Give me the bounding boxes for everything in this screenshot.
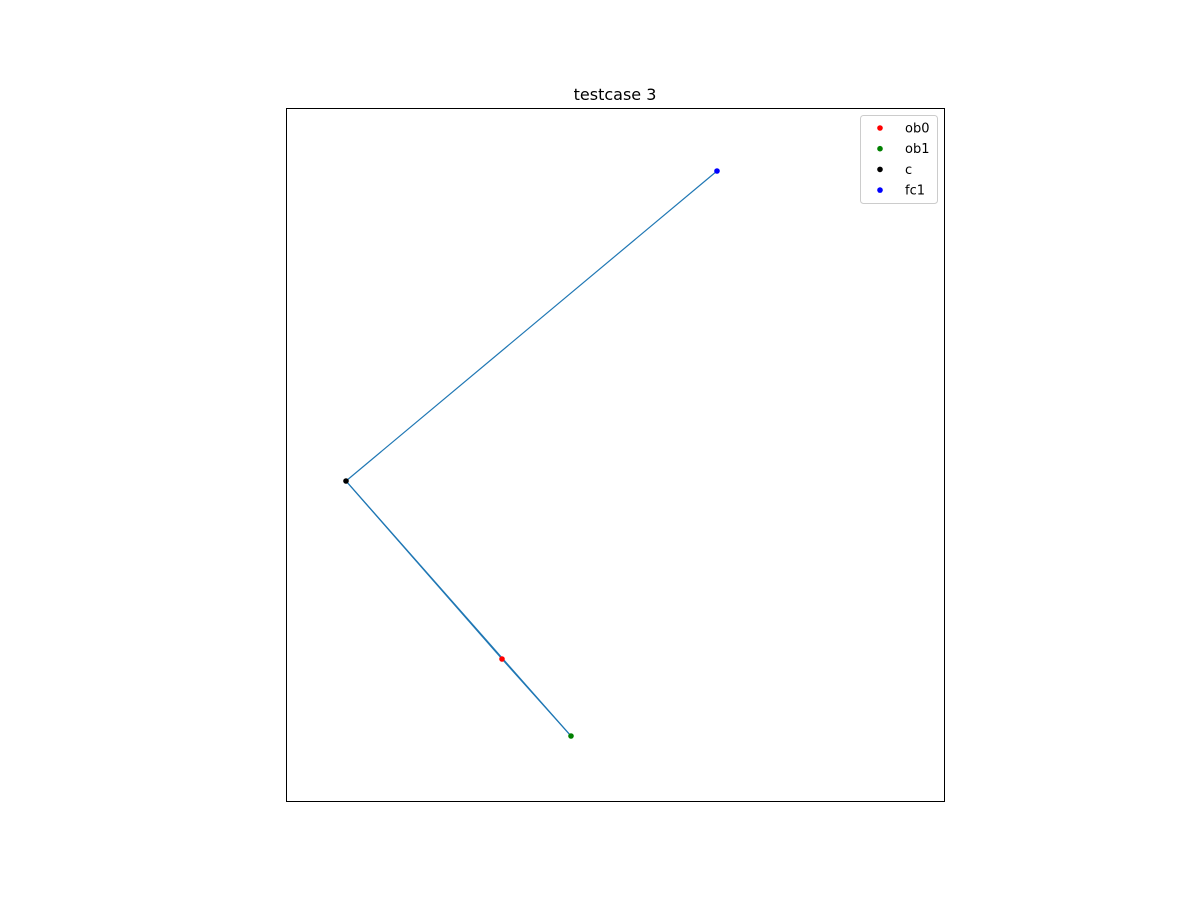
point-c-0 [343,478,349,484]
connection-line-0 [345,170,718,482]
legend-label-c: c [905,163,912,178]
legend: ob0 ob1 c fc1 [860,115,938,204]
legend-label-ob0: ob0 [905,122,929,137]
chart-title: testcase 3 [574,85,657,104]
lines-layer [345,170,718,737]
legend-marker-ob1 [877,145,883,152]
point-ob1-0 [568,733,574,739]
connection-line-3 [345,480,572,737]
point-fc1-0 [714,168,720,174]
legend-label-fc1: fc1 [905,184,925,199]
plot-area-frame [286,108,945,802]
legend-frame [860,115,938,204]
legend-marker-fc1 [877,187,883,193]
legend-marker-ob0 [877,125,883,131]
points-layer [343,168,720,739]
legend-marker-c [877,166,883,173]
legend-label-ob1: ob1 [905,142,929,157]
point-ob0-0 [499,656,505,662]
legend-entries: ob0 ob1 c fc1 [877,122,929,199]
